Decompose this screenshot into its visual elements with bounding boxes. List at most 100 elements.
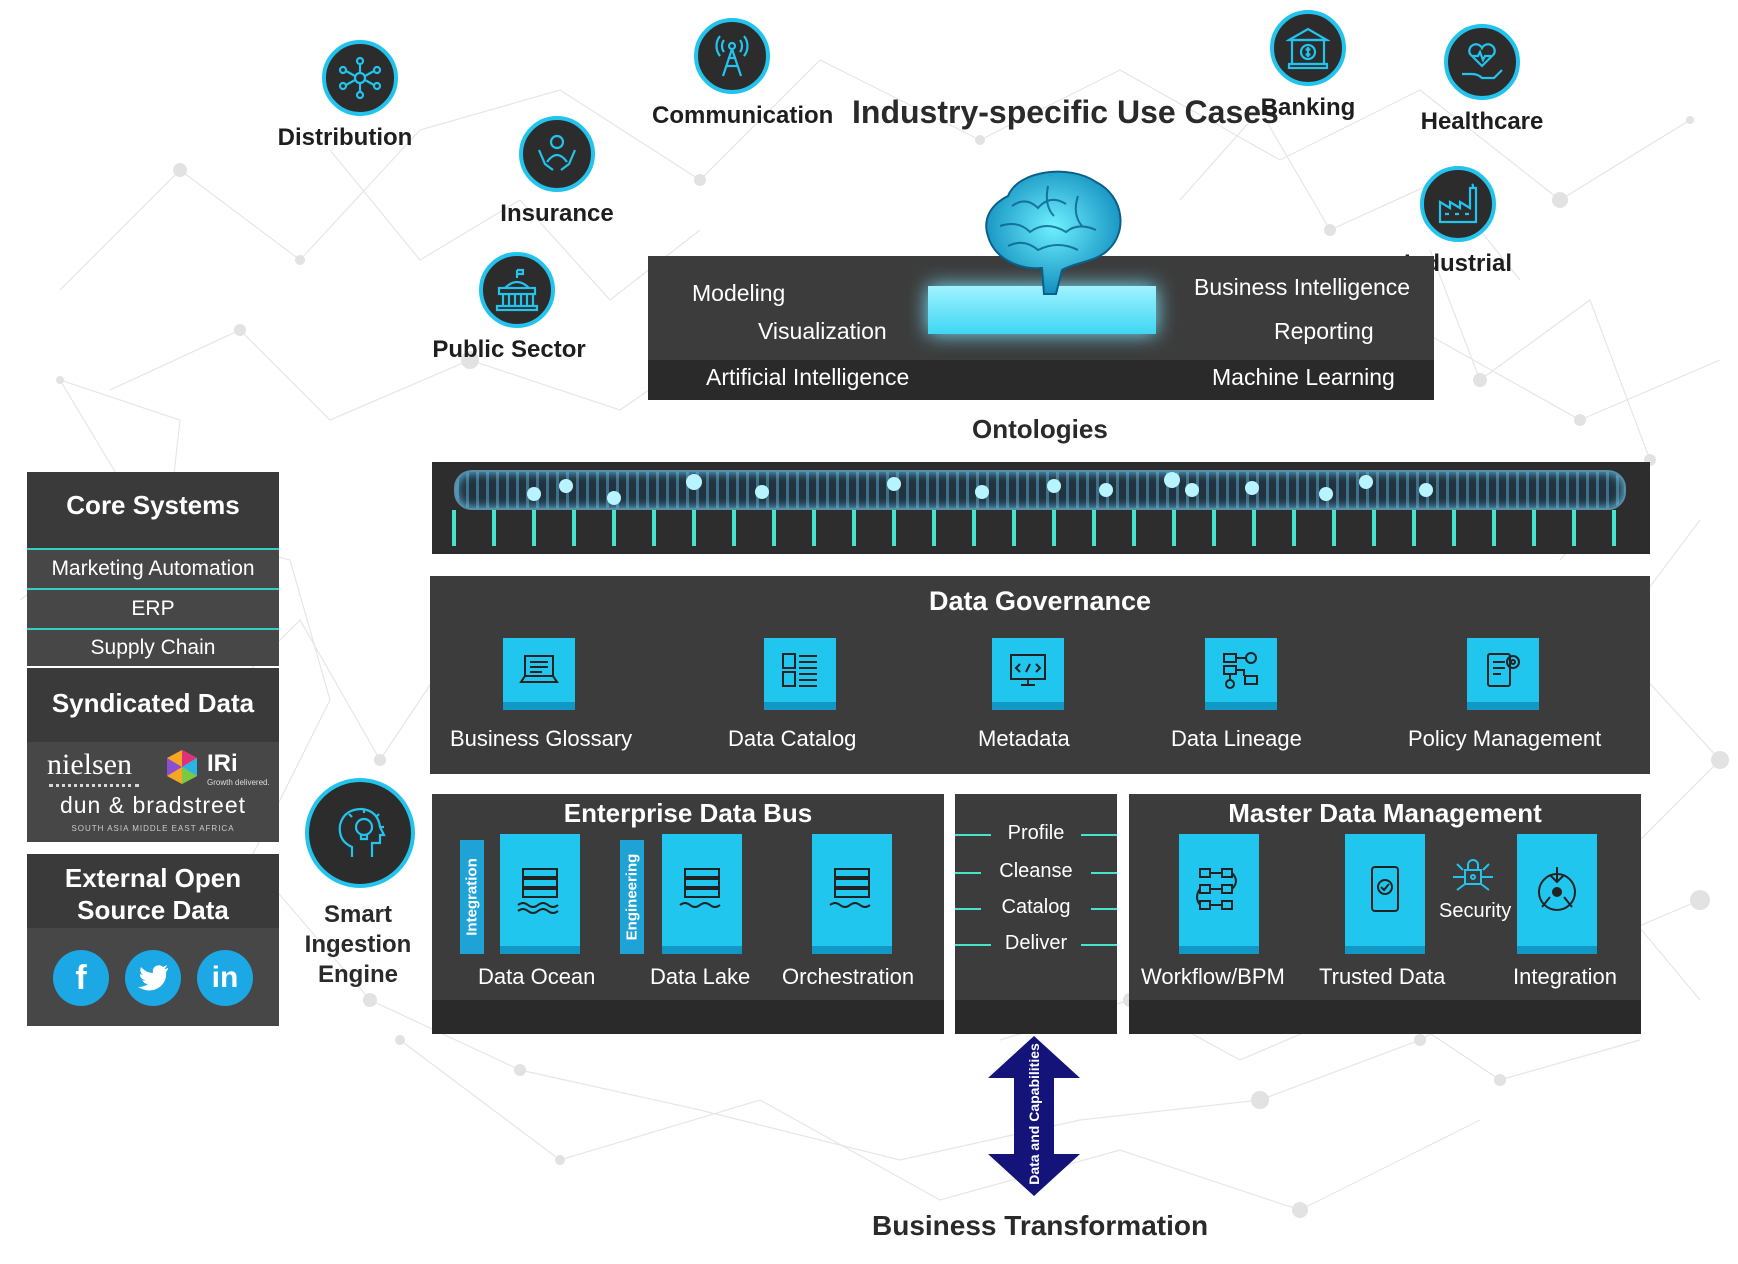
core-item: ERP (27, 588, 279, 628)
external-data-panel: External Open Source Data f in (27, 854, 279, 1026)
core-systems-panel: Core Systems Marketing Automation ERP Su… (27, 472, 279, 666)
heart-hand-icon (1444, 24, 1520, 100)
machine-learning-label: Machine Learning (1212, 364, 1395, 390)
integration-cycle-icon (1517, 834, 1597, 954)
reporting-label: Reporting (1274, 318, 1374, 344)
mdm-title: Master Data Management (1228, 798, 1542, 828)
analytics-panel: Modeling Visualization Business Intellig… (648, 256, 1434, 400)
data-catalog-icon (764, 638, 836, 710)
industry-banking: Banking (1228, 10, 1388, 122)
linkedin-icon[interactable]: in (197, 950, 253, 1006)
metadata-icon (992, 638, 1064, 710)
ontology-tick (532, 510, 536, 546)
ontology-tick (1412, 510, 1416, 546)
data-quality-panel: Profile Cleanse Catalog Deliver (955, 794, 1117, 1034)
industry-label: Communication (652, 102, 834, 129)
server-lake-icon (662, 834, 742, 954)
twitter-icon[interactable] (125, 950, 181, 1006)
master-data-management-panel: Master Data Management Security Workflow… (1129, 794, 1641, 1034)
security-label: Security (1439, 900, 1512, 922)
industry-communication: Communication (652, 18, 834, 130)
syndicated-logos: nielsen IRi Growth delivered. dun & brad… (27, 742, 279, 842)
governance-item: Business Glossary (450, 726, 633, 751)
industry-distribution: Distribution (278, 40, 445, 152)
ingestion-line: Smart (323, 901, 393, 928)
edb-title: Enterprise Data Bus (563, 798, 813, 828)
analytics-footer (648, 360, 1434, 400)
dq-line (1091, 872, 1117, 874)
ontology-tick (1372, 510, 1376, 546)
dq-line (955, 872, 981, 874)
visualization-label: Visualization (758, 318, 887, 344)
iri-tagline: Growth delivered. (207, 778, 270, 787)
policy-management-icon (1467, 638, 1539, 710)
dq-line (955, 944, 991, 946)
government-building-icon (479, 252, 555, 328)
ontology-tick (1212, 510, 1216, 546)
mdm-item: Workflow/BPM (1141, 964, 1285, 989)
ontology-tick (692, 510, 696, 546)
nielsen-dots (49, 784, 139, 787)
governance-item: Metadata (978, 726, 1070, 751)
ontology-tick (1532, 510, 1536, 546)
syndicated-data-title: Syndicated Data (51, 688, 255, 718)
engineering-bar: Engineering (620, 840, 644, 954)
ingestion-line: Ingestion (304, 931, 412, 958)
dq-line (1091, 908, 1117, 910)
ontology-tick (1172, 510, 1176, 546)
ontology-tick (572, 510, 576, 546)
facebook-icon[interactable]: f (53, 950, 109, 1006)
industry-label: Public Sector (432, 336, 586, 363)
artificial-intelligence-label: Artificial Intelligence (706, 364, 910, 390)
ontology-tick (972, 510, 976, 546)
dq-item: Catalog (1001, 896, 1071, 918)
network-nodes-icon (322, 40, 398, 116)
ontology-tick (772, 510, 776, 546)
server-database-icon (500, 834, 580, 954)
dq-line (955, 834, 991, 836)
mdm-item: Integration (1513, 964, 1617, 989)
core-systems-title: Core Systems (66, 490, 240, 520)
industry-label: Healthcare (1420, 108, 1544, 135)
security-icon (1449, 850, 1497, 903)
dnb-subtitle: SOUTH ASIA MIDDLE EAST AFRICA (71, 824, 235, 833)
ontology-tick (1612, 510, 1616, 546)
ontology-tick (812, 510, 816, 546)
edb-footer (432, 1000, 944, 1034)
ontologies-label: Ontologies (972, 414, 1108, 444)
ontology-tick (1492, 510, 1496, 546)
ontology-tick (452, 510, 456, 546)
ingestion-line: Engine (317, 961, 398, 988)
bank-icon (1270, 10, 1346, 86)
ontology-tick (1332, 510, 1336, 546)
brain-icon (985, 170, 1122, 295)
ontology-tick (892, 510, 896, 546)
external-data-title: External Open Source Data (27, 854, 279, 928)
industry-label: Insurance (500, 200, 614, 227)
industry-industrial: Industrial (1378, 166, 1538, 278)
governance-item: Data Catalog (728, 726, 857, 751)
ontology-tick (1452, 510, 1456, 546)
core-item: Marketing Automation (27, 548, 279, 588)
ontology-tick (1252, 510, 1256, 546)
data-capabilities-arrow (988, 1036, 1080, 1196)
ontology-tick (612, 510, 616, 546)
mdm-footer (1129, 1000, 1641, 1034)
core-item: Supply Chain (27, 628, 279, 666)
syndicated-data-panel: Syndicated Data nielsen IRi Growth deliv… (27, 668, 279, 842)
workflow-icon (1179, 834, 1259, 954)
radio-tower-icon (694, 18, 770, 94)
hands-person-icon (519, 116, 595, 192)
industry-healthcare: Healthcare (1402, 24, 1562, 136)
edb-item: Orchestration (782, 964, 915, 989)
ontology-tick (1012, 510, 1016, 546)
data-governance-panel: Data Governance Business Glossary Data C… (430, 576, 1650, 774)
dq-item: Profile (1007, 822, 1065, 844)
ontology-tick (1132, 510, 1136, 546)
ontology-tick (1092, 510, 1096, 546)
dq-item: Deliver (1004, 932, 1068, 954)
server-orchestration-icon (812, 834, 892, 954)
ontology-tick (1052, 510, 1056, 546)
ingestion-label: Smart Ingestion Engine (298, 900, 418, 990)
iri-logo: IRi (207, 750, 238, 777)
